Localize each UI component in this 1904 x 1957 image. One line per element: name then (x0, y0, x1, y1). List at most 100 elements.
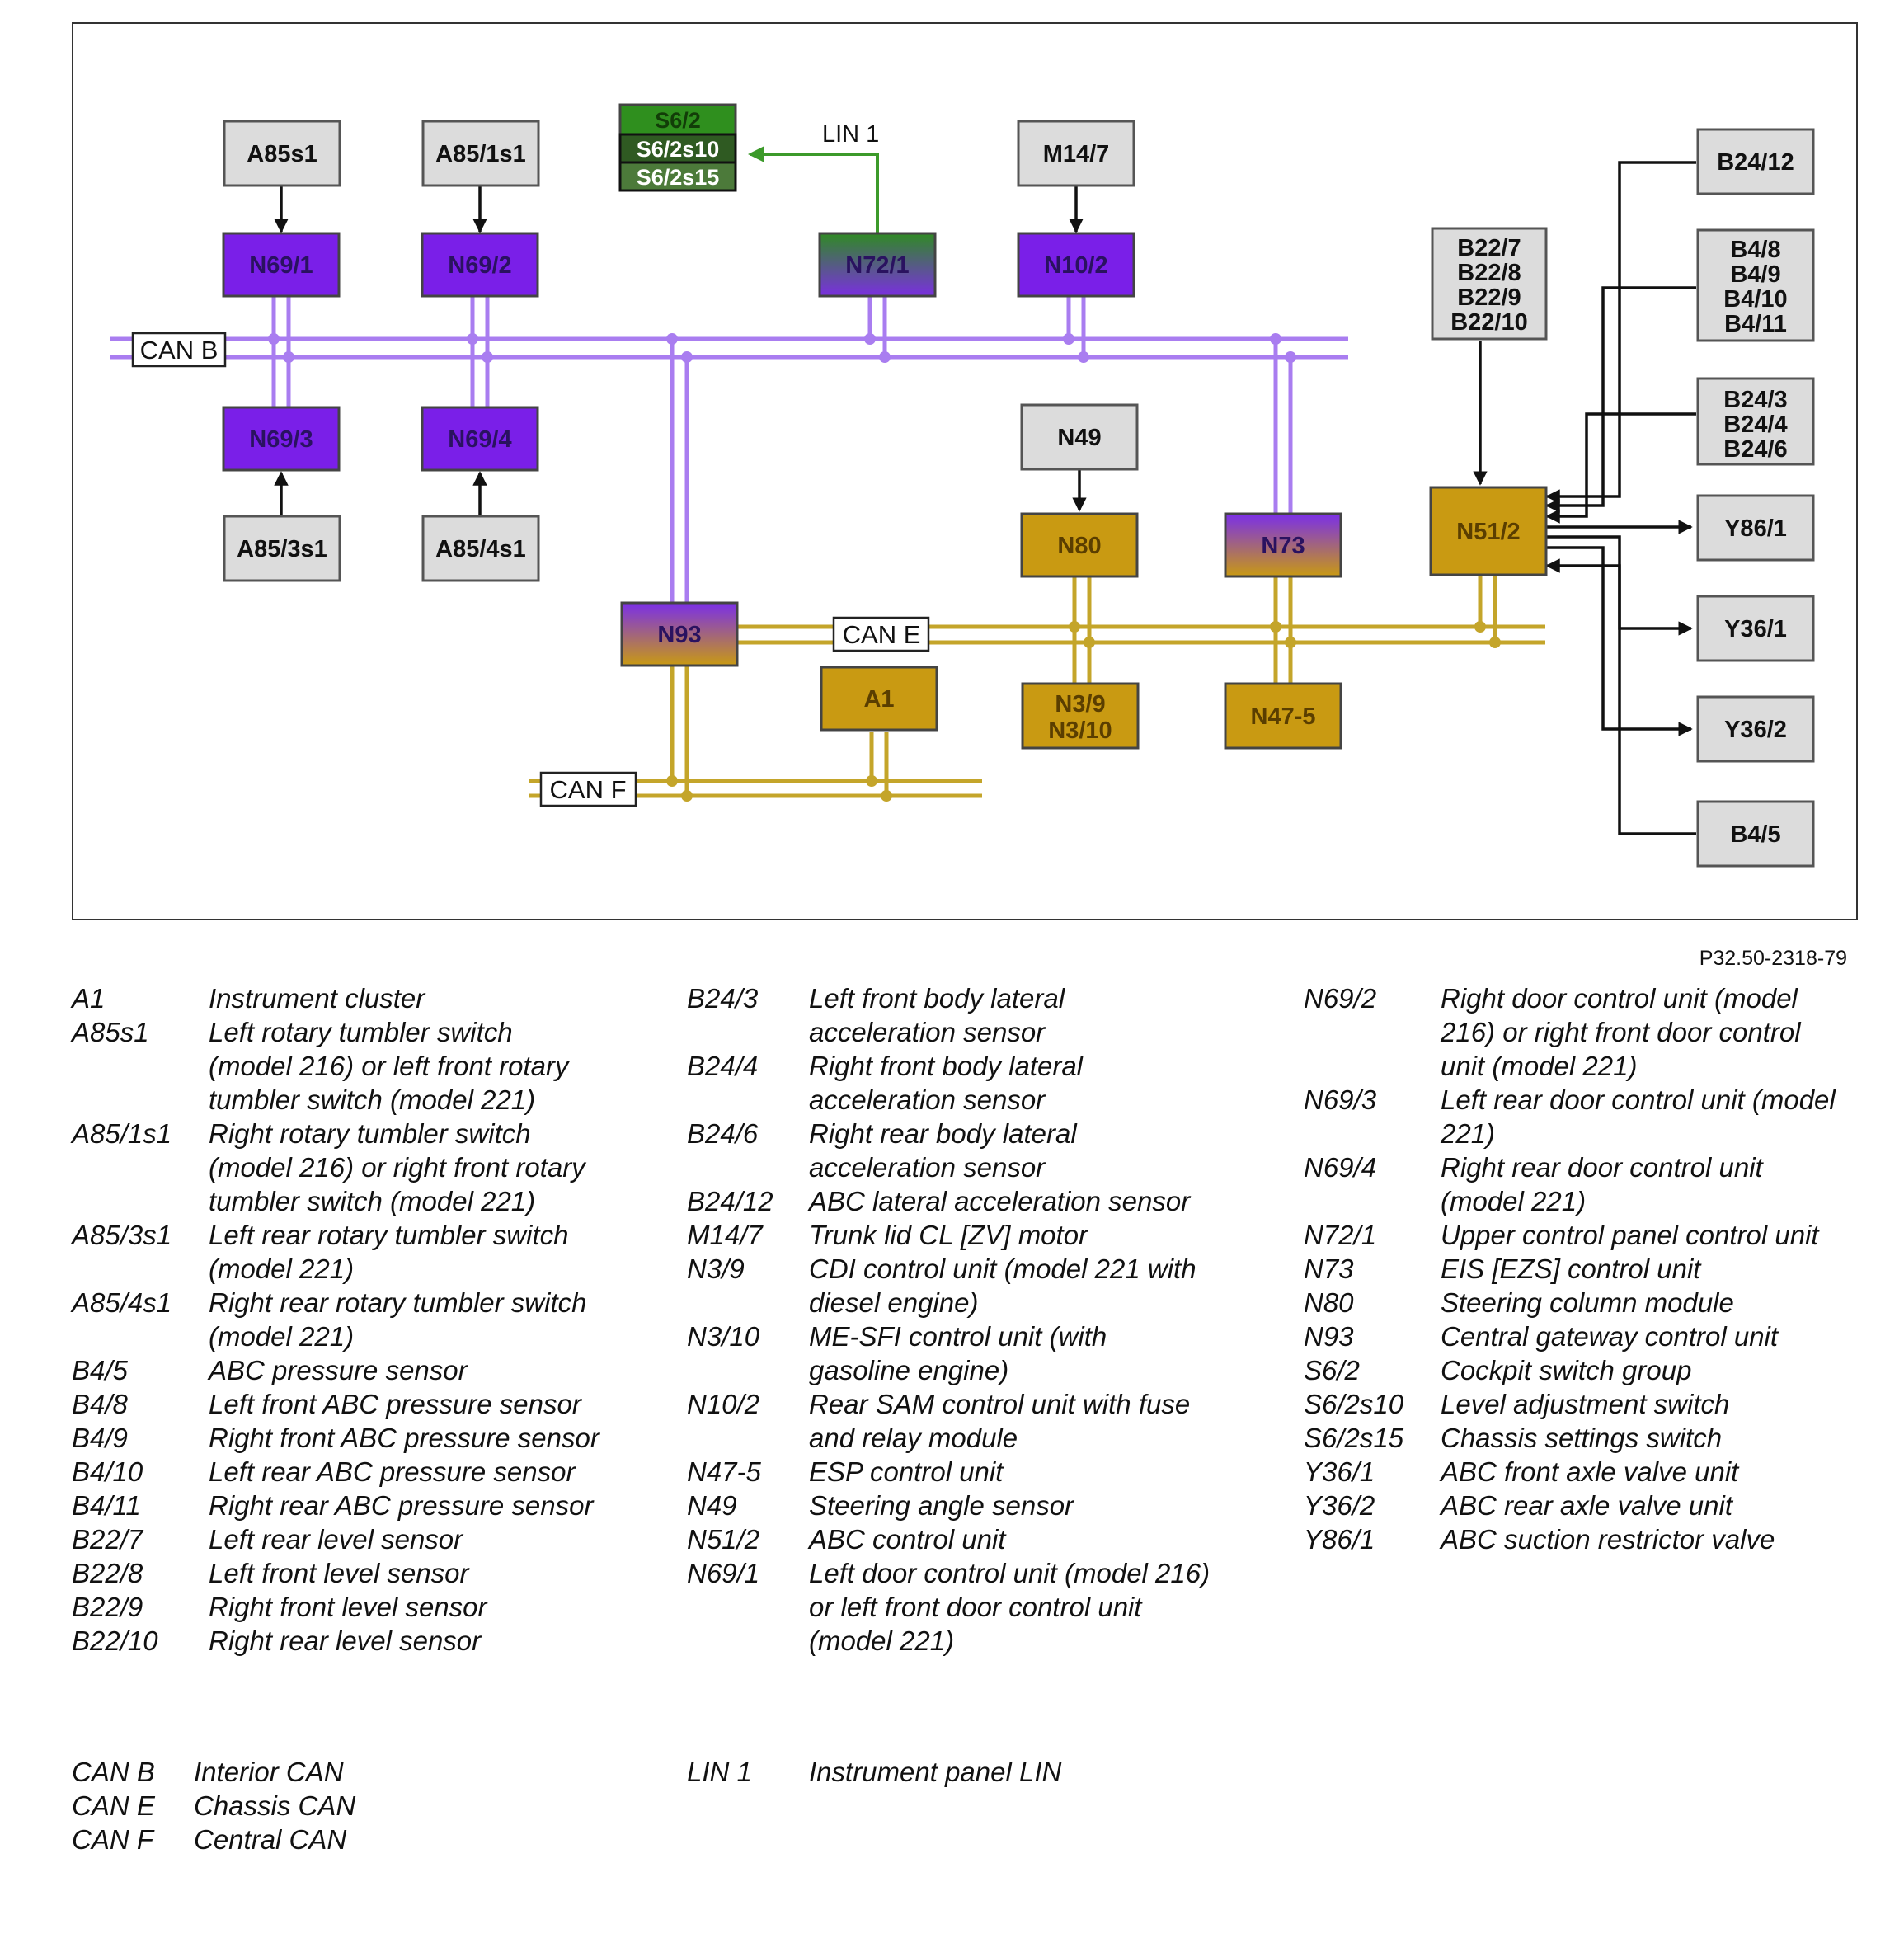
legend-description: Right rear level sensor (209, 1625, 482, 1656)
svg-text:A85/3s1: A85/3s1 (237, 536, 327, 562)
legend-description: Trunk lid CL [ZV] motor (809, 1220, 1088, 1250)
svg-text:N51/2: N51/2 (1456, 519, 1520, 545)
svg-text:B22/8: B22/8 (1457, 260, 1521, 286)
legend-description: Left front body lateral acceleration sen… (809, 983, 1065, 1047)
svg-text:Y86/1: Y86/1 (1724, 515, 1787, 542)
legend-entry: N69/1 Left door control unit (model 216) … (687, 1556, 1215, 1658)
svg-text:S6/2: S6/2 (655, 108, 701, 133)
legend-code: B22/10 (72, 1625, 158, 1656)
node-b4-5: B4/5 (1696, 800, 1815, 868)
svg-text:B4/9: B4/9 (1730, 261, 1780, 288)
legend-description: Steering column module (1441, 1287, 1734, 1318)
svg-text:N3/9: N3/9 (1055, 691, 1105, 717)
node-a85-3s1: A85/3s1 (223, 515, 341, 582)
svg-text:N93: N93 (657, 622, 701, 648)
legend-entry: N51/2 ABC control unit (687, 1522, 1215, 1556)
lin-1-label: LIN 1 (822, 121, 879, 148)
legend-entry: A85/3s1 Left rear rotary tumbler switch (… (72, 1218, 599, 1286)
legend-entry: B22/10 Right rear level sensor (72, 1624, 599, 1658)
can-e-label: CAN E (843, 620, 921, 649)
svg-text:B24/12: B24/12 (1717, 149, 1794, 176)
legend-description: Right rear body lateral acceleration sen… (809, 1118, 1077, 1183)
legend-code: A85s1 (72, 1017, 149, 1047)
node-b24-12: B24/12 (1696, 128, 1815, 195)
legend-code: B4/11 (72, 1490, 141, 1521)
legend-code: A85/1s1 (72, 1118, 172, 1149)
legend-description: Left rotary tumbler switch (model 216) o… (209, 1017, 569, 1115)
diagram-frame: CAN B CAN E CAN F LIN 1 A85s1 A85/1s1 M1… (72, 22, 1858, 920)
svg-text:A1: A1 (863, 686, 894, 713)
legend-code: S6/2s10 (1304, 1389, 1404, 1419)
legend-code: N51/2 (687, 1524, 760, 1555)
legend-description: Rear SAM control unit with fuse and rela… (809, 1389, 1191, 1453)
svg-text:B4/11: B4/11 (1724, 311, 1787, 337)
legend-code: N10/2 (687, 1389, 760, 1419)
node-n72-1: N72/1 (818, 232, 937, 298)
node-n10-2: N10/2 (1017, 232, 1135, 298)
svg-text:S6/2s15: S6/2s15 (637, 165, 720, 190)
legend-code: A85/4s1 (72, 1287, 172, 1318)
svg-text:B24/4: B24/4 (1723, 412, 1787, 438)
legend-description: Instrument cluster (209, 983, 425, 1014)
legend-entry: S6/2s10 Level adjustment switch (1304, 1387, 1848, 1421)
legend-code: S6/2 (1304, 1355, 1360, 1385)
svg-text:Y36/2: Y36/2 (1724, 717, 1787, 743)
legend-code: A85/3s1 (72, 1220, 172, 1250)
can-b-label-box: CAN B (131, 332, 227, 368)
legend-code: N69/4 (1304, 1152, 1377, 1183)
node-n3-group: N3/9 N3/10 (1021, 682, 1140, 750)
legend-code: B24/12 (687, 1186, 773, 1216)
node-m14-7: M14/7 (1017, 120, 1135, 187)
legend-description: Left rear rotary tumbler switch (model 2… (209, 1220, 569, 1284)
legend-description: ME-SFI control unit (with gasoline engin… (809, 1321, 1107, 1385)
legend-code: N69/1 (687, 1558, 760, 1588)
legend-description: ABC lateral acceleration sensor (809, 1186, 1191, 1216)
legend-code: B4/9 (72, 1423, 128, 1453)
svg-text:N69/3: N69/3 (249, 426, 313, 453)
svg-text:B22/7: B22/7 (1457, 235, 1521, 261)
legend-entry: B24/6 Right rear body lateral acceleratio… (687, 1117, 1215, 1184)
legend-code: B24/6 (687, 1118, 759, 1149)
legend-description: Upper control panel control unit (1441, 1220, 1819, 1250)
can-b-label: CAN B (140, 336, 219, 365)
svg-text:B24/3: B24/3 (1723, 387, 1787, 413)
legend-code: N80 (1304, 1287, 1354, 1318)
lin-1-line (748, 146, 879, 240)
legend-code: B22/7 (72, 1524, 143, 1555)
legend-description: Right front ABC pressure sensor (209, 1423, 599, 1453)
legend-description: Level adjustment switch (1441, 1389, 1730, 1419)
node-n69-4: N69/4 (421, 406, 539, 472)
legend-code: N73 (1304, 1254, 1354, 1284)
legend-code: N49 (687, 1490, 737, 1521)
legend-description: ABC control unit (809, 1524, 1006, 1555)
legend-code: N69/3 (1304, 1084, 1377, 1115)
legend-description: ABC front axle valve unit (1441, 1456, 1739, 1487)
network-diagram: CAN B CAN E CAN F LIN 1 A85s1 A85/1s1 M1… (110, 103, 1815, 868)
legend-description: Chassis CAN (194, 1790, 356, 1821)
legend-description: Left rear ABC pressure sensor (209, 1456, 576, 1487)
node-b4-group: B4/8 B4/9 B4/10 B4/11 (1696, 228, 1815, 342)
legend-description: Right rear ABC pressure sensor (209, 1490, 594, 1521)
node-a85s1: A85s1 (223, 120, 341, 187)
node-n47-5: N47-5 (1224, 682, 1342, 750)
svg-text:N3/10: N3/10 (1048, 717, 1112, 744)
legend-description: Left rear level sensor (209, 1524, 463, 1555)
legend-description: Right door control unit (model 216) or r… (1441, 983, 1801, 1081)
node-y86-1: Y86/1 (1696, 494, 1815, 562)
legend-description: Left door control unit (model 216) or le… (809, 1558, 1211, 1656)
svg-text:M14/7: M14/7 (1043, 141, 1110, 167)
can-b-bus (110, 296, 1348, 628)
legend-entry: B4/11 Right rear ABC pressure sensor (72, 1489, 599, 1522)
legend-code: M14/7 (687, 1220, 763, 1250)
